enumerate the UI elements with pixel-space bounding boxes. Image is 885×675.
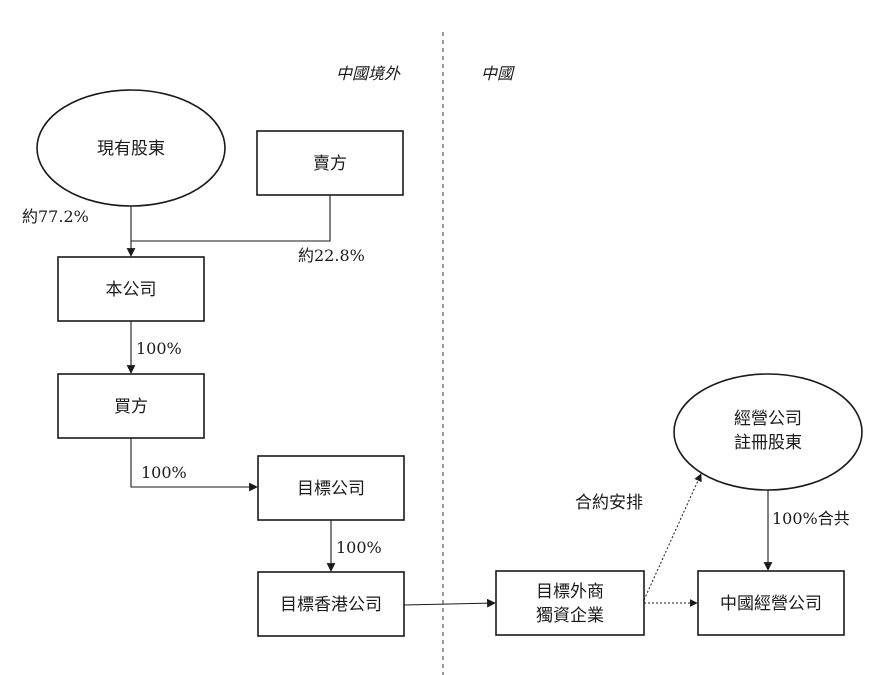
edge-label-target-hk: 100%: [336, 538, 382, 557]
target-wfoe-label-line2: 獨資企業: [536, 606, 604, 626]
china-opco-node: [697, 570, 845, 636]
edge-label-shareholders-opco: 100%合共: [772, 509, 850, 528]
target-hk-node: [257, 571, 405, 637]
edge-seller-to-company: [131, 195, 331, 242]
edge-label-buyer-target: 100%: [141, 463, 187, 482]
edge-hk-to-wfoe: [403, 598, 496, 608]
target-wfoe-node: [495, 570, 645, 636]
seller-label: 賣方: [313, 154, 347, 174]
edge-wfoe-to-shareholders-contractual: [643, 473, 702, 601]
registered-shareholders-label-line1: 經營公司: [734, 409, 802, 429]
china-opco-label: 中國經營公司: [720, 594, 822, 614]
target-wfoe-label-line1: 目標外商: [536, 582, 604, 602]
target-company-node: [257, 455, 405, 521]
edge-label-contractual: 合約安排: [575, 493, 643, 513]
company-label: 本公司: [106, 280, 157, 300]
edge-label-company-buyer: 100%: [136, 339, 182, 358]
registered-shareholders-node: [673, 373, 863, 491]
region-label-offshore: 中國境外: [336, 64, 401, 83]
seller-node: [256, 130, 404, 196]
buyer-node: [57, 373, 205, 439]
target-hk-label: 目標香港公司: [280, 595, 382, 615]
registered-shareholders-label-line2: 註冊股東: [734, 433, 802, 453]
edge-label-existing-pct: 約77.2%: [22, 207, 89, 226]
region-label-china: 中國: [481, 64, 515, 83]
target-company-label: 目標公司: [297, 479, 365, 499]
company-node: [57, 256, 205, 322]
buyer-label: 買方: [114, 397, 148, 417]
edge-buyer-to-target: [130, 438, 258, 492]
existing-shareholders-label: 現有股東: [97, 139, 165, 159]
edge-label-seller-pct: 約22.8%: [298, 246, 365, 265]
